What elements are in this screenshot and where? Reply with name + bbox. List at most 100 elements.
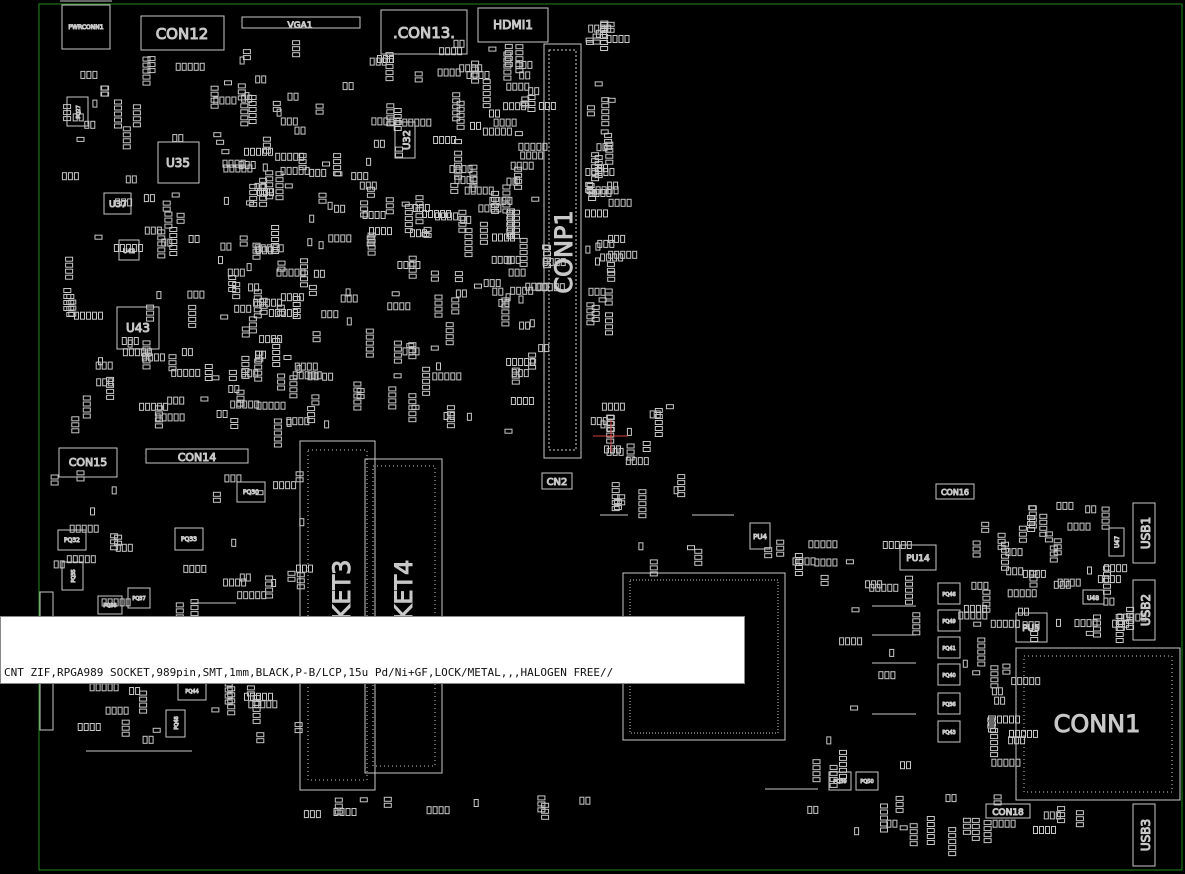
- smd-pad: [511, 118, 517, 127]
- pq33-footprint[interactable]: [174, 527, 204, 551]
- u43-footprint[interactable]: [116, 306, 160, 350]
- u47-footprint[interactable]: [1108, 527, 1125, 557]
- pq48-footprint[interactable]: [165, 709, 186, 738]
- smd-pad: [451, 309, 460, 315]
- smd-pad: [65, 256, 74, 262]
- con15-footprint[interactable]: [58, 447, 118, 478]
- smd-pad: [176, 218, 185, 224]
- pq32-footprint[interactable]: [57, 529, 87, 551]
- smd-pad: [402, 347, 408, 356]
- con18-footprint[interactable]: [985, 803, 1031, 819]
- smd-pad: [591, 304, 600, 310]
- smd-pad: [167, 413, 173, 422]
- usb3-footprint[interactable]: [1132, 803, 1156, 867]
- pq-column-4[interactable]: [937, 692, 961, 715]
- cn2-footprint[interactable]: [541, 472, 573, 490]
- pq-column-1[interactable]: [937, 609, 961, 632]
- pu4-footprint[interactable]: [749, 522, 771, 550]
- smd-pad: [495, 109, 500, 118]
- pq-column-5[interactable]: [937, 720, 961, 743]
- u42-footprint[interactable]: [118, 239, 140, 261]
- smd-pad: [527, 95, 536, 100]
- pu5-footprint[interactable]: [1015, 612, 1048, 643]
- smd-pad: [600, 287, 606, 296]
- smd-pad: [69, 524, 75, 533]
- smd-pad: [542, 244, 551, 250]
- con16-footprint[interactable]: [935, 483, 975, 500]
- smd-pad: [272, 362, 281, 367]
- pq-column-3[interactable]: [937, 663, 961, 686]
- u37-footprint[interactable]: [103, 192, 132, 215]
- u48-footprint[interactable]: [1082, 589, 1105, 605]
- pq39-footprint[interactable]: [828, 771, 852, 791]
- pq27-footprint[interactable]: [66, 96, 89, 127]
- smd-pad: [536, 142, 542, 151]
- pq37-footprint[interactable]: [127, 587, 151, 609]
- smd-pad: [983, 838, 992, 844]
- smd-pad: [366, 157, 372, 166]
- smd-pad: [926, 834, 935, 839]
- smd-pad: [498, 298, 504, 307]
- pq38-footprint[interactable]: [97, 595, 123, 615]
- pu4-label: PU4: [753, 533, 767, 541]
- socket3-footprint[interactable]: [299, 440, 376, 791]
- pq30-footprint[interactable]: [236, 481, 266, 503]
- smd-pad: [591, 176, 600, 182]
- smd-pad: [588, 189, 594, 197]
- smd-pad: [993, 794, 1002, 800]
- pq50-footprint[interactable]: [855, 771, 879, 791]
- smd-pad: [459, 64, 465, 73]
- smd-pad: [272, 344, 281, 349]
- smd-pad: [179, 396, 185, 405]
- smd-pad: [163, 402, 169, 411]
- smd-pad: [404, 210, 413, 216]
- pu14-footprint[interactable]: [899, 544, 937, 571]
- smd-pad: [912, 630, 921, 636]
- smd-pad: [292, 302, 301, 307]
- smd-pad: [618, 253, 624, 262]
- smd-pad: [224, 693, 233, 699]
- smd-pad: [829, 782, 838, 788]
- vga1-footprint[interactable]: [241, 16, 361, 29]
- smd-pad: [210, 103, 219, 109]
- smd-pad: [107, 361, 113, 370]
- smd-pad: [1022, 621, 1028, 630]
- smd-pad: [246, 685, 255, 691]
- smd-pad: [272, 350, 281, 355]
- smd-pad: [178, 134, 184, 143]
- smd-pad: [600, 189, 606, 197]
- usb2-footprint[interactable]: [1132, 579, 1156, 641]
- pq-column-2[interactable]: [937, 636, 961, 659]
- smd-pad: [1059, 580, 1065, 589]
- smd-pad: [289, 393, 298, 399]
- conp1-footprint[interactable]: [543, 43, 582, 459]
- smd-pad: [246, 263, 252, 272]
- smd-pad: [83, 723, 89, 731]
- usb1-footprint[interactable]: [1132, 502, 1156, 564]
- smd-pad: [926, 822, 935, 827]
- con12-footprint[interactable]: [140, 15, 225, 51]
- pwrconn1-footprint[interactable]: [61, 4, 111, 50]
- conn1-footprint[interactable]: [1015, 647, 1181, 801]
- con13-footprint[interactable]: [380, 9, 468, 55]
- u35-footprint[interactable]: [157, 141, 200, 184]
- smd-pad: [445, 334, 454, 340]
- u32-footprint[interactable]: [394, 121, 416, 159]
- smd-pad: [188, 304, 197, 310]
- hdmi1-footprint[interactable]: [477, 7, 549, 43]
- con14-footprint[interactable]: [145, 448, 249, 464]
- smd-pad: [895, 801, 904, 807]
- pq-column-0[interactable]: [937, 582, 961, 605]
- smd-pad: [280, 401, 286, 410]
- pq35-footprint[interactable]: [61, 561, 84, 591]
- smd-pad: [912, 618, 921, 624]
- smd-pad: [1000, 696, 1006, 705]
- smd-pad: [1028, 621, 1034, 630]
- u32-label: U32: [402, 130, 413, 150]
- smd-pad: [333, 159, 342, 165]
- smd-pad: [638, 495, 647, 501]
- smd-pad: [804, 557, 810, 566]
- smd-pad: [514, 131, 523, 137]
- smd-pad: [385, 76, 394, 82]
